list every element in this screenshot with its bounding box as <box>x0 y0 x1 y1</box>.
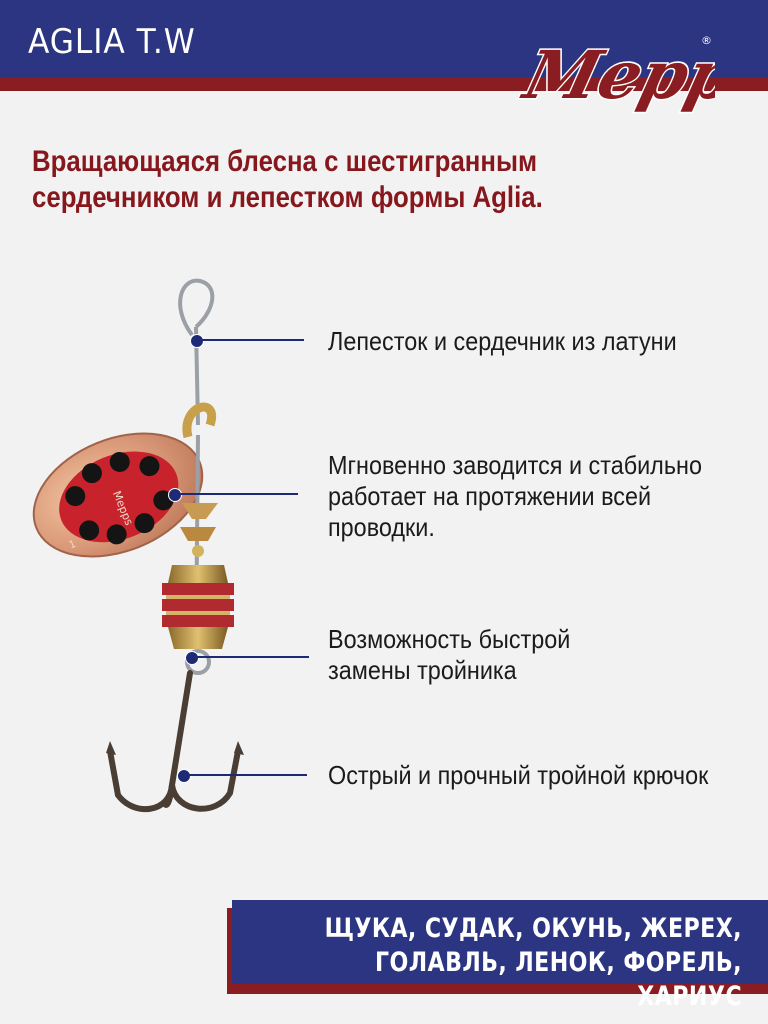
callout-line-1 <box>202 339 304 341</box>
registered-mark: ® <box>701 34 712 47</box>
blade: Mepps 1 <box>32 432 204 558</box>
callout-line-3 <box>197 656 309 658</box>
callout-dot-2 <box>168 488 182 502</box>
treble-hook <box>107 670 241 813</box>
callout-line-2 <box>180 493 298 495</box>
feature-instant-start: Мгновенно заводится и стабильно работает… <box>328 450 702 542</box>
description-line-2: сердечником и лепестком формы Aglia. <box>32 181 543 214</box>
callout-dot-4 <box>177 769 191 783</box>
hexagonal-body <box>162 565 234 649</box>
callout-line-4 <box>189 774 307 776</box>
target-fish-box <box>232 900 768 984</box>
clevis <box>182 402 217 439</box>
spinner-lure-illustration: Mepps 1 <box>32 278 244 813</box>
mepps-logo-text: Mepps <box>515 36 715 114</box>
header-stripe <box>0 77 768 91</box>
product-title: AGLIA T.W <box>28 22 196 62</box>
description-line-1: Вращающаяся блесна с шестигранным <box>32 145 538 178</box>
target-fish-line-1: ЩУКА, СУДАК, ОКУНЬ, ЖЕРЕХ, <box>324 913 742 944</box>
mepps-logo: Mepps ® <box>515 34 715 115</box>
feature-brass-blade: Лепесток и сердечник из латуни <box>328 326 677 356</box>
product-description: Вращающаяся блесна с шестигранным сердеч… <box>32 144 634 216</box>
cone-bead <box>182 503 218 519</box>
target-fish-line-2: ГОЛАВЛЬ, ЛЕНОК, ФОРЕЛЬ, ХАРИУС <box>374 947 742 1012</box>
callout-dot-3 <box>185 651 199 665</box>
target-fish-list: ЩУКА, СУДАК, ОКУНЬ, ЖЕРЕХ, ГОЛАВЛЬ, ЛЕНО… <box>316 912 742 1014</box>
callout-dot-1 <box>190 334 204 348</box>
feature-quick-hook-change: Возможность быстрой замены тройника <box>328 624 571 685</box>
feature-treble-hook: Острый и прочный тройной крючок <box>328 760 709 790</box>
header-bar <box>0 0 768 77</box>
blade-size-number: 1 <box>68 539 78 552</box>
